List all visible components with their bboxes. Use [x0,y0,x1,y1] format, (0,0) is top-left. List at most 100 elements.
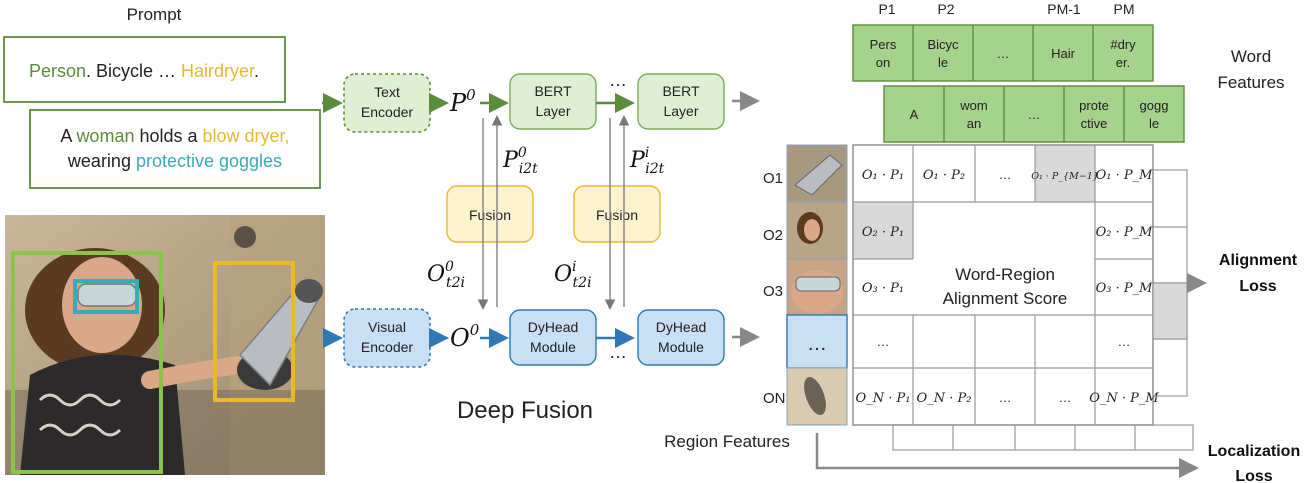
prompt-sentence-line2: wearing protective goggles [67,151,282,171]
alignment-score-label-1: Word-Region [955,265,1055,284]
text-encoder-label-1: Text [374,84,400,100]
cell-o3-p1: O₃ · P₁ [862,281,904,296]
region-label-on: ON [763,390,786,407]
ellipsis-dyhead: … [609,342,627,362]
word-row-2: A wom an … prote ctive gogg le [883,85,1185,143]
word-cell-woman: wom [959,98,987,113]
p-header-m-1: PM-1 [1047,1,1081,17]
p-header-1: P1 [878,1,895,17]
word-row-1: Pers on Bicyc le … Hair #dry er. [852,24,1154,82]
input-image [5,215,325,475]
fusion-box-1-label: Fusion [469,207,511,223]
region-label-o2: O2 [763,227,783,244]
ellipsis-bert: … [609,70,627,90]
word-cell-hair: Hair [1051,46,1076,61]
localization-loss-label-1: Localization [1208,443,1300,460]
math-p0: P0 [449,86,476,117]
cell-o1-ellipsis: … [999,167,1012,182]
fusion-box-2-label: Fusion [596,207,638,223]
cell-row-ellipsis: … [877,334,890,349]
alignment-score-label-2: Alignment Score [943,289,1068,308]
goggles-icon [77,283,137,307]
visual-encoder-label-2: Encoder [361,339,413,355]
dyhead-module-2-label-1: DyHead [656,319,707,335]
bert-layer-1-label-2: Layer [535,103,570,119]
cell-on-p2: O_N · P₂ [917,391,972,406]
bbox-person [11,251,163,474]
cell-o1-p1: O₁ · P₁ [862,168,904,183]
math-o0: O0 [450,321,480,352]
prompt-categories-text: Person. Bicycle … Hairdryer. [29,61,259,81]
region-placeholder [786,314,848,369]
wall-clock-icon [234,226,256,248]
fusion-box-1 [446,185,534,243]
word-features-label-1: Word [1231,47,1271,66]
word-cell-goggle: gogg [1140,98,1169,113]
fusion-box-2 [573,185,661,243]
text-encoder-label-2: Encoder [361,104,413,120]
prompt-label: Prompt [127,5,182,24]
region-ellipsis: … [807,333,827,355]
bbox-hairdryer [213,261,295,402]
bbox-goggles [73,279,139,314]
deep-fusion-title: Deep Fusion [457,397,593,424]
alignment-loss-label-1: Alignment [1219,252,1298,269]
cell-on-ellipsis: … [999,390,1012,405]
cell-o2-pm: O₂ · P_M [1096,225,1154,240]
word-woman: woman [75,126,134,146]
word-cell-person-2: on [876,55,890,70]
word-cell-goggle-2: le [1149,116,1159,131]
word-cell-dryer: #dry [1110,37,1136,52]
text-encoder-box [343,73,431,133]
word-cell-protective-2: ctive [1081,116,1108,131]
word-cell-person: Pers [870,37,897,52]
word-person: Person [29,61,86,81]
word-features-label-2: Features [1217,73,1284,92]
word-protective-goggles: protective goggles [136,151,282,171]
prompt-box-sentence [29,109,321,189]
hairdryer-icon [237,279,323,390]
word-period: . [254,61,259,81]
word-cell-protective: prote [1079,98,1109,113]
word-cell-dryer-2: er. [1116,55,1130,70]
word-cell-bicycle: Bicyc [927,37,959,52]
word-cell-ellipsis: … [997,46,1010,61]
word-bicycle: . Bicycle … [86,61,181,81]
cell-o1-p2: O₁ · P₂ [923,168,965,183]
cell-on-pm: O_N · P_M [1089,391,1159,406]
prompt-box-categories [3,36,286,103]
bert-layer-1-label-1: BERT [534,83,572,99]
visual-encoder-box [343,308,431,368]
word-cell-ellipsis-2: … [1028,107,1041,122]
visual-encoder-label-1: Visual [368,319,406,335]
region-label-o3: O3 [763,283,783,300]
p-header-2: P2 [937,1,954,17]
bert-layer-2-label-2: Layer [663,103,698,119]
cell-o1-pm: O₁ · P_M [1096,168,1154,183]
prompt-sentence-line1: A woman holds a blow dryer, [60,126,289,146]
cell-on-ellipsis-2: … [1059,390,1072,405]
dyhead-module-1-label-2: Module [530,339,576,355]
region-clock-icon [804,376,826,416]
dyhead-module-2 [637,309,725,366]
cell-o2-p1: O₂ · P₁ [862,225,904,240]
region-features-label: Region Features [664,432,790,451]
cell-o1-pm-1: O₁ · P_{M−1} [1031,171,1099,182]
cell-row-ellipsis-m: … [1118,334,1131,349]
cell-o3-pm: O₃ · P_M [1096,281,1154,296]
bert-layer-1 [509,73,597,130]
alignment-loss-label-2: Loss [1239,278,1276,295]
alignment-grid: O₁ · P₁ O₁ · P₂ … O₁ · P_{M−1} O₁ · P_M … [852,144,1159,426]
localization-loss-label-2: Loss [1235,468,1272,483]
localization-loss-bracket [815,424,1199,478]
dyhead-module-2-label-2: Module [658,339,704,355]
bert-layer-2 [637,73,725,130]
word-blow-dryer: blow dryer, [203,126,290,146]
region-thumbnails: … [786,144,848,426]
region-label-o1: O1 [763,170,783,187]
alignment-loss-bracket [1152,169,1207,397]
